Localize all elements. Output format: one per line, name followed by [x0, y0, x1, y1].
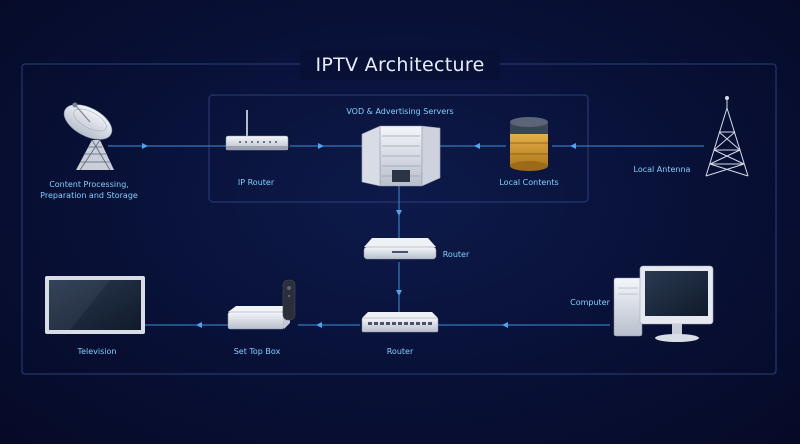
database-icon: [510, 117, 548, 171]
label-computer: Computer: [570, 298, 610, 307]
label-vod-servers: VOD & Advertising Servers: [346, 107, 454, 116]
set-top-box-icon: [227, 279, 296, 330]
label-router-bottom: Router: [386, 347, 414, 356]
connector-arrows: [142, 143, 576, 328]
label-set-top-box: Set Top Box: [233, 347, 281, 356]
label-router-mid: Router: [442, 250, 470, 259]
label-local-contents: Local Contents: [499, 178, 559, 187]
label-content-processing-line1: Content Processing,: [49, 180, 129, 189]
label-television: Television: [77, 347, 117, 356]
label-local-antenna: Local Antenna: [633, 165, 691, 174]
label-content-processing-line2: Preparation and Storage: [40, 191, 138, 200]
network-switch-icon: [361, 312, 439, 333]
wifi-router-icon: [225, 110, 289, 151]
desktop-computer-icon: [613, 265, 714, 342]
antenna-tower-icon: [705, 96, 749, 177]
satellite-dish-icon: [63, 102, 114, 171]
label-ip-router: IP Router: [237, 178, 275, 187]
television-icon: [45, 276, 145, 334]
router-icon: [363, 238, 437, 260]
server-rack-icon: [361, 125, 441, 187]
label-content-processing: Content Processing, Preparation and Stor…: [24, 179, 154, 201]
page-title: IPTV Architecture: [300, 50, 500, 80]
connectors: [108, 145, 704, 326]
